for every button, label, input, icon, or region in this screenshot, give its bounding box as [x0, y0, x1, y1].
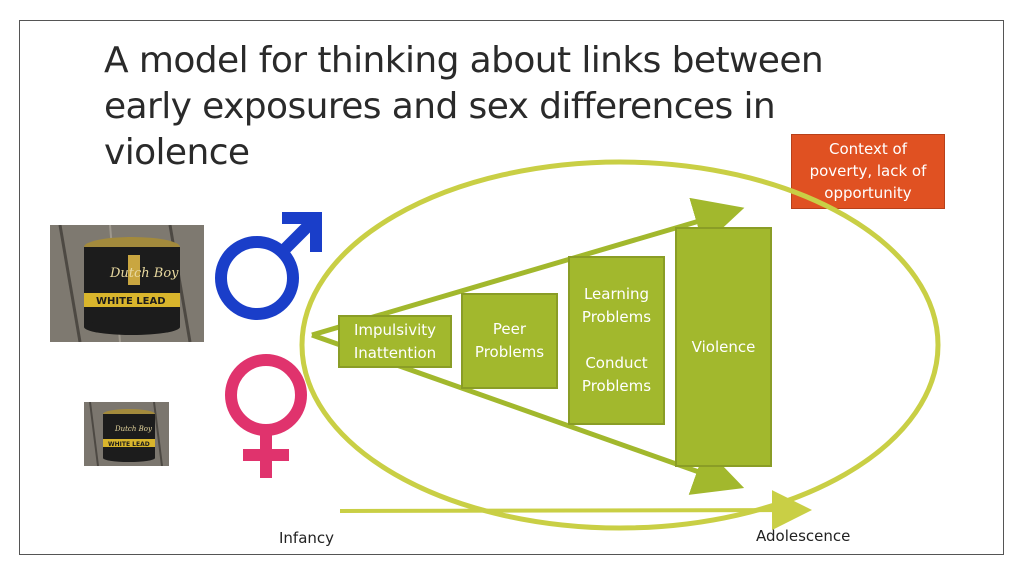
- conduct-line-2: Problems: [581, 377, 652, 395]
- peer-line-1: Peer: [492, 320, 527, 338]
- female-symbol-icon: [225, 354, 307, 478]
- learning-conduct-box: Learning Problems Conduct Problems: [568, 256, 665, 425]
- small-photo-brand-text: Dutch Boy: [114, 425, 153, 433]
- impulsivity-line-2: Inattention: [353, 343, 437, 362]
- timeline-start-label: Infancy: [279, 529, 335, 547]
- context-line-3: opportunity: [824, 184, 912, 202]
- male-symbol-icon: [215, 212, 322, 320]
- title-line-2: early exposures and sex differences in: [104, 86, 776, 127]
- learning-line-1: Learning: [583, 285, 650, 303]
- slide-title: A model for thinking about links between…: [104, 38, 824, 176]
- peer-line-2: Problems: [474, 343, 545, 361]
- photo-product-text: WHITE LEAD: [96, 296, 166, 307]
- timeline-end-label: Adolescence: [756, 527, 851, 545]
- timeline-arrow: [339, 490, 812, 531]
- context-line-1: Context of: [829, 140, 907, 158]
- impulsivity-box: Impulsivity Inattention: [338, 315, 452, 368]
- small-photo-product-text: WHITE LEAD: [108, 441, 150, 448]
- peer-problems-box: Peer Problems: [461, 293, 558, 389]
- funnel-upper-arrow: [311, 197, 745, 338]
- photo-brand-text: Dutch Boy: [109, 266, 179, 281]
- title-line-1: A model for thinking about links between: [104, 40, 824, 81]
- conduct-line-1: Conduct: [585, 354, 648, 372]
- violence-box: Violence: [675, 227, 772, 467]
- violence-label: Violence: [691, 337, 756, 356]
- paint-can-photo-large: Dutch Boy WHITE LEAD: [50, 225, 204, 342]
- context-line-2: poverty, lack of: [809, 162, 927, 180]
- impulsivity-line-1: Impulsivity: [353, 320, 437, 339]
- context-box: Context of poverty, lack of opportunity: [791, 134, 945, 209]
- context-ellipse: [299, 159, 941, 531]
- paint-can-photo-small: Dutch Boy WHITE LEAD: [84, 402, 169, 466]
- title-line-3: violence: [104, 132, 250, 173]
- learning-line-2: Problems: [581, 308, 652, 326]
